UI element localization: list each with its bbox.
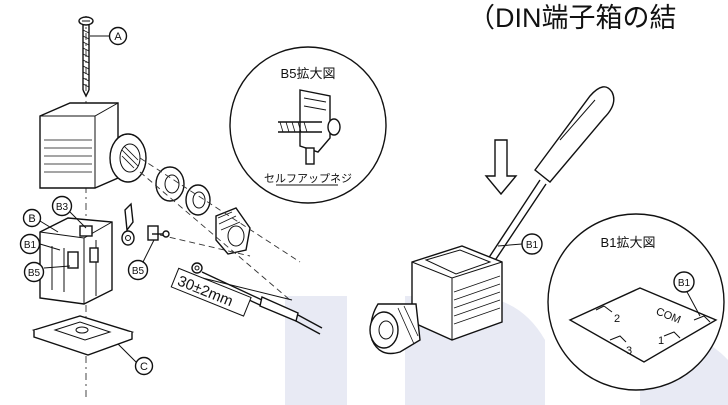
terminal-1-label: 1 xyxy=(658,335,664,347)
b1-detail-callout: B1 xyxy=(678,278,691,289)
ring-terminal xyxy=(121,202,135,246)
callout-b5-right: B5 xyxy=(127,239,155,281)
svg-text:B3: B3 xyxy=(56,202,69,213)
page-title: （DIN端子箱の結 xyxy=(468,3,677,33)
callout-b1-center: B1 xyxy=(497,233,543,255)
assembled-connector xyxy=(369,245,503,355)
dimension-label: 30±2mm xyxy=(170,267,252,317)
terminal-2-label: 2 xyxy=(614,313,620,325)
svg-text:B: B xyxy=(28,213,35,225)
callout-b3: B3 xyxy=(51,195,87,229)
b5-detail-title: B5拡大図 xyxy=(281,66,336,81)
screwdriver xyxy=(485,86,615,266)
svg-text:C: C xyxy=(140,361,148,373)
callout-b1-left: B1 xyxy=(19,233,61,255)
cable-gland-parts xyxy=(155,166,251,255)
assembly-lines xyxy=(139,157,301,301)
callout-a: A xyxy=(90,26,128,46)
svg-text:B5: B5 xyxy=(28,268,41,279)
connector-housing xyxy=(39,102,147,189)
svg-text:B1: B1 xyxy=(526,240,539,251)
svg-text:B5: B5 xyxy=(132,266,145,277)
base-plate xyxy=(31,315,135,356)
svg-text:A: A xyxy=(114,31,122,43)
callout-b: B xyxy=(22,208,59,233)
callout-c: C xyxy=(117,343,154,376)
b5-detail-caption: セルフアップネジ xyxy=(264,172,352,185)
b5-detail-view: B5拡大図 セルフアップネジ xyxy=(229,46,387,204)
terminal-3-label: 3 xyxy=(626,345,632,357)
b1-detail-view: B1拡大図 2 3 1 COM B1 xyxy=(547,213,725,391)
svg-text:B1: B1 xyxy=(24,240,37,251)
down-arrow-icon xyxy=(484,139,518,196)
terminal-insert xyxy=(39,217,113,305)
screw-a xyxy=(78,16,94,98)
callout-b5-left: B5 xyxy=(23,261,71,283)
b5-screw-small xyxy=(147,225,170,241)
b1-detail-title: B1拡大図 xyxy=(601,235,656,250)
